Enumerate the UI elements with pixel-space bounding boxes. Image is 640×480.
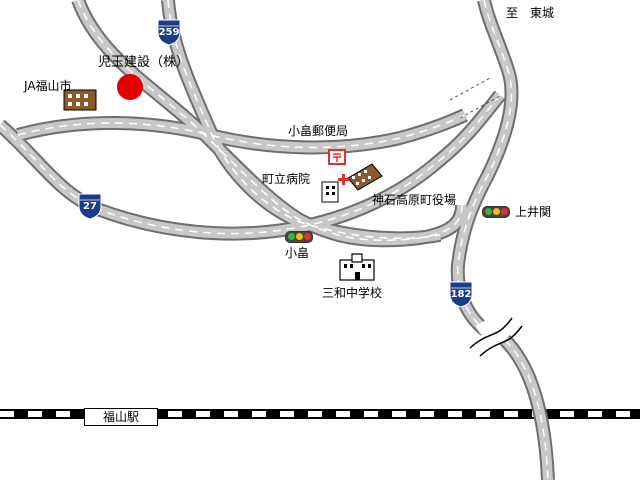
route-182-badge: 182 bbox=[447, 280, 475, 308]
target-marker-label: 児玉建設（株） bbox=[98, 55, 190, 70]
target-marker-icon bbox=[117, 74, 143, 100]
route-27-badge: 27 bbox=[76, 192, 104, 220]
school-label: 三和中学校 bbox=[322, 286, 383, 300]
route-27-number: 27 bbox=[83, 201, 97, 212]
road-fills bbox=[0, 0, 553, 480]
traffic-signal-kamiizeki-icon bbox=[482, 206, 510, 218]
ja-label: JA福山市 bbox=[24, 79, 72, 93]
route-259-badge: 259 bbox=[155, 18, 183, 46]
kamiizeki-label: 上井関 bbox=[515, 205, 552, 219]
school-icon bbox=[339, 253, 375, 281]
traffic-signal-obatake-icon bbox=[285, 231, 313, 243]
direction-label: 至 東城 bbox=[506, 6, 555, 20]
ja-building-icon bbox=[63, 89, 97, 111]
station-label: 福山駅 bbox=[84, 408, 158, 426]
post-office-icon bbox=[328, 149, 346, 165]
obatake-label: 小畠 bbox=[285, 246, 310, 260]
hospital-label: 町立病院 bbox=[262, 172, 311, 186]
road-break-icon bbox=[469, 309, 523, 357]
hospital-icon bbox=[321, 174, 349, 203]
town-office-building-icon bbox=[347, 163, 383, 191]
post-office-label: 小畠郵便局 bbox=[288, 124, 349, 138]
route-259-number: 259 bbox=[158, 27, 180, 38]
town-office-label: 神石高原町役場 bbox=[372, 193, 457, 207]
road-center-lines bbox=[0, 0, 548, 480]
route-182-number: 182 bbox=[450, 289, 472, 300]
dashed-connector-road bbox=[449, 77, 501, 119]
